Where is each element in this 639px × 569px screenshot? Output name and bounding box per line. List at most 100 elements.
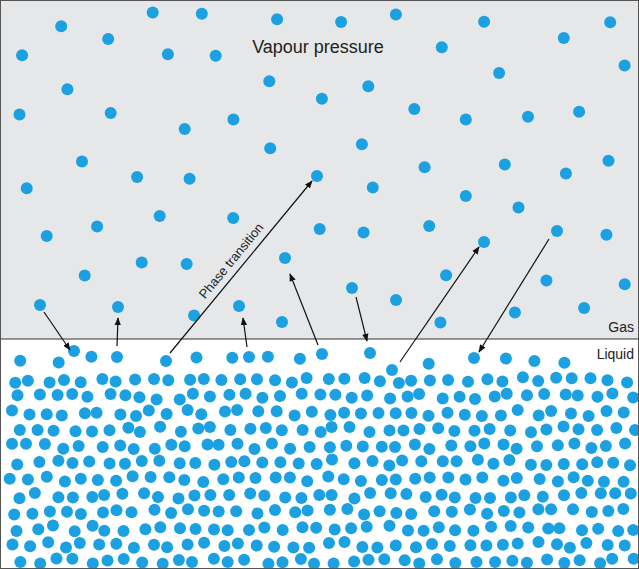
molecule-dot bbox=[161, 541, 173, 553]
molecule-dot bbox=[198, 537, 210, 549]
molecule-dot bbox=[338, 473, 350, 485]
molecule-dot bbox=[384, 425, 396, 437]
molecule-dot bbox=[501, 388, 513, 400]
molecule-dot bbox=[493, 67, 505, 79]
molecule-dot bbox=[34, 558, 46, 569]
molecule-dot bbox=[323, 373, 335, 385]
molecule-dot bbox=[116, 488, 128, 500]
molecule-dot bbox=[97, 506, 109, 518]
molecule-dot bbox=[98, 525, 110, 537]
molecule-dot bbox=[314, 223, 326, 235]
molecule-dot bbox=[252, 405, 264, 417]
molecule-dot bbox=[233, 300, 245, 312]
molecule-dot bbox=[143, 404, 155, 416]
molecule-dot bbox=[460, 474, 472, 486]
molecule-dot bbox=[511, 443, 523, 455]
phase-transition-arrow bbox=[170, 181, 312, 353]
molecule-dot bbox=[598, 476, 610, 488]
molecule-dot bbox=[384, 520, 396, 532]
molecule-dot bbox=[8, 508, 20, 520]
molecule-dot bbox=[386, 364, 398, 376]
molecule-dot bbox=[127, 470, 139, 482]
molecule-dot bbox=[469, 425, 481, 437]
molecule-dot bbox=[294, 353, 306, 365]
molecule-dot bbox=[509, 306, 521, 318]
molecule-dot bbox=[423, 443, 435, 455]
molecule-dot bbox=[449, 524, 461, 536]
molecule-dot bbox=[513, 507, 525, 519]
molecule-dot bbox=[14, 355, 26, 367]
condensation-arrow bbox=[44, 312, 70, 350]
molecule-dot bbox=[431, 553, 443, 565]
molecule-dot bbox=[374, 505, 386, 517]
molecule-dot bbox=[182, 538, 194, 550]
molecule-dot bbox=[576, 458, 588, 470]
evaporation-arrow bbox=[243, 318, 247, 347]
molecule-dot bbox=[204, 421, 216, 433]
molecule-dot bbox=[426, 538, 438, 550]
molecule-dot bbox=[498, 439, 510, 451]
molecule-dot bbox=[522, 111, 534, 123]
molecule-dot bbox=[518, 489, 530, 501]
molecule-dot bbox=[213, 439, 225, 451]
molecule-dot bbox=[173, 554, 185, 566]
region-title: Vapour pressure bbox=[252, 38, 384, 58]
molecule-dot bbox=[271, 405, 283, 417]
molecule-dot bbox=[423, 220, 435, 232]
molecule-dot bbox=[151, 393, 163, 405]
molecule-dot bbox=[67, 492, 79, 504]
molecule-dot bbox=[57, 443, 69, 455]
molecule-dot bbox=[162, 374, 174, 386]
molecule-dot bbox=[44, 505, 56, 517]
molecule-dot bbox=[538, 388, 550, 400]
molecule-dot bbox=[591, 424, 603, 436]
molecule-dot bbox=[592, 523, 604, 535]
molecule-dot bbox=[187, 388, 199, 400]
molecule-dot bbox=[600, 229, 612, 241]
molecule-dot bbox=[560, 168, 572, 180]
molecule-dot bbox=[390, 540, 402, 552]
molecule-dot bbox=[324, 441, 336, 453]
molecule-dot bbox=[287, 542, 299, 554]
molecule-dot bbox=[22, 474, 34, 486]
molecule-dot bbox=[460, 190, 472, 202]
molecule-dot bbox=[258, 521, 270, 533]
molecule-dot bbox=[232, 438, 244, 450]
molecule-dot bbox=[329, 523, 341, 535]
molecule-dot bbox=[311, 170, 323, 182]
molecule-dot bbox=[148, 373, 160, 385]
molecule-dot bbox=[83, 455, 95, 467]
molecule-dots bbox=[4, 7, 639, 569]
molecule-dot bbox=[495, 410, 507, 422]
molecule-dot bbox=[136, 455, 148, 467]
molecule-dot bbox=[105, 107, 117, 119]
molecule-dot bbox=[152, 491, 164, 503]
molecule-dot bbox=[133, 391, 145, 403]
molecule-dot bbox=[277, 524, 289, 536]
molecule-dot bbox=[348, 492, 360, 504]
molecule-dot bbox=[371, 542, 383, 554]
molecule-dot bbox=[496, 375, 508, 387]
molecule-dot bbox=[602, 539, 614, 551]
molecule-dot bbox=[324, 409, 336, 421]
molecule-dot bbox=[586, 506, 598, 518]
molecule-dot bbox=[195, 408, 207, 420]
molecule-dot bbox=[311, 458, 323, 470]
molecule-dot bbox=[537, 491, 549, 503]
molecule-dot bbox=[244, 487, 256, 499]
molecule-dot bbox=[149, 443, 161, 455]
molecule-dot bbox=[41, 230, 53, 242]
molecule-dot bbox=[234, 373, 246, 385]
molecule-dot bbox=[462, 376, 474, 388]
molecule-dot bbox=[580, 537, 592, 549]
molecule-dot bbox=[578, 302, 590, 314]
molecule-dot bbox=[432, 422, 444, 434]
molecule-dot bbox=[540, 459, 552, 471]
molecule-dot bbox=[532, 375, 544, 387]
molecule-dot bbox=[506, 555, 518, 567]
molecule-dot bbox=[202, 438, 214, 450]
molecule-dot bbox=[521, 557, 533, 569]
molecule-dot bbox=[148, 539, 160, 551]
molecule-dot bbox=[542, 522, 554, 534]
